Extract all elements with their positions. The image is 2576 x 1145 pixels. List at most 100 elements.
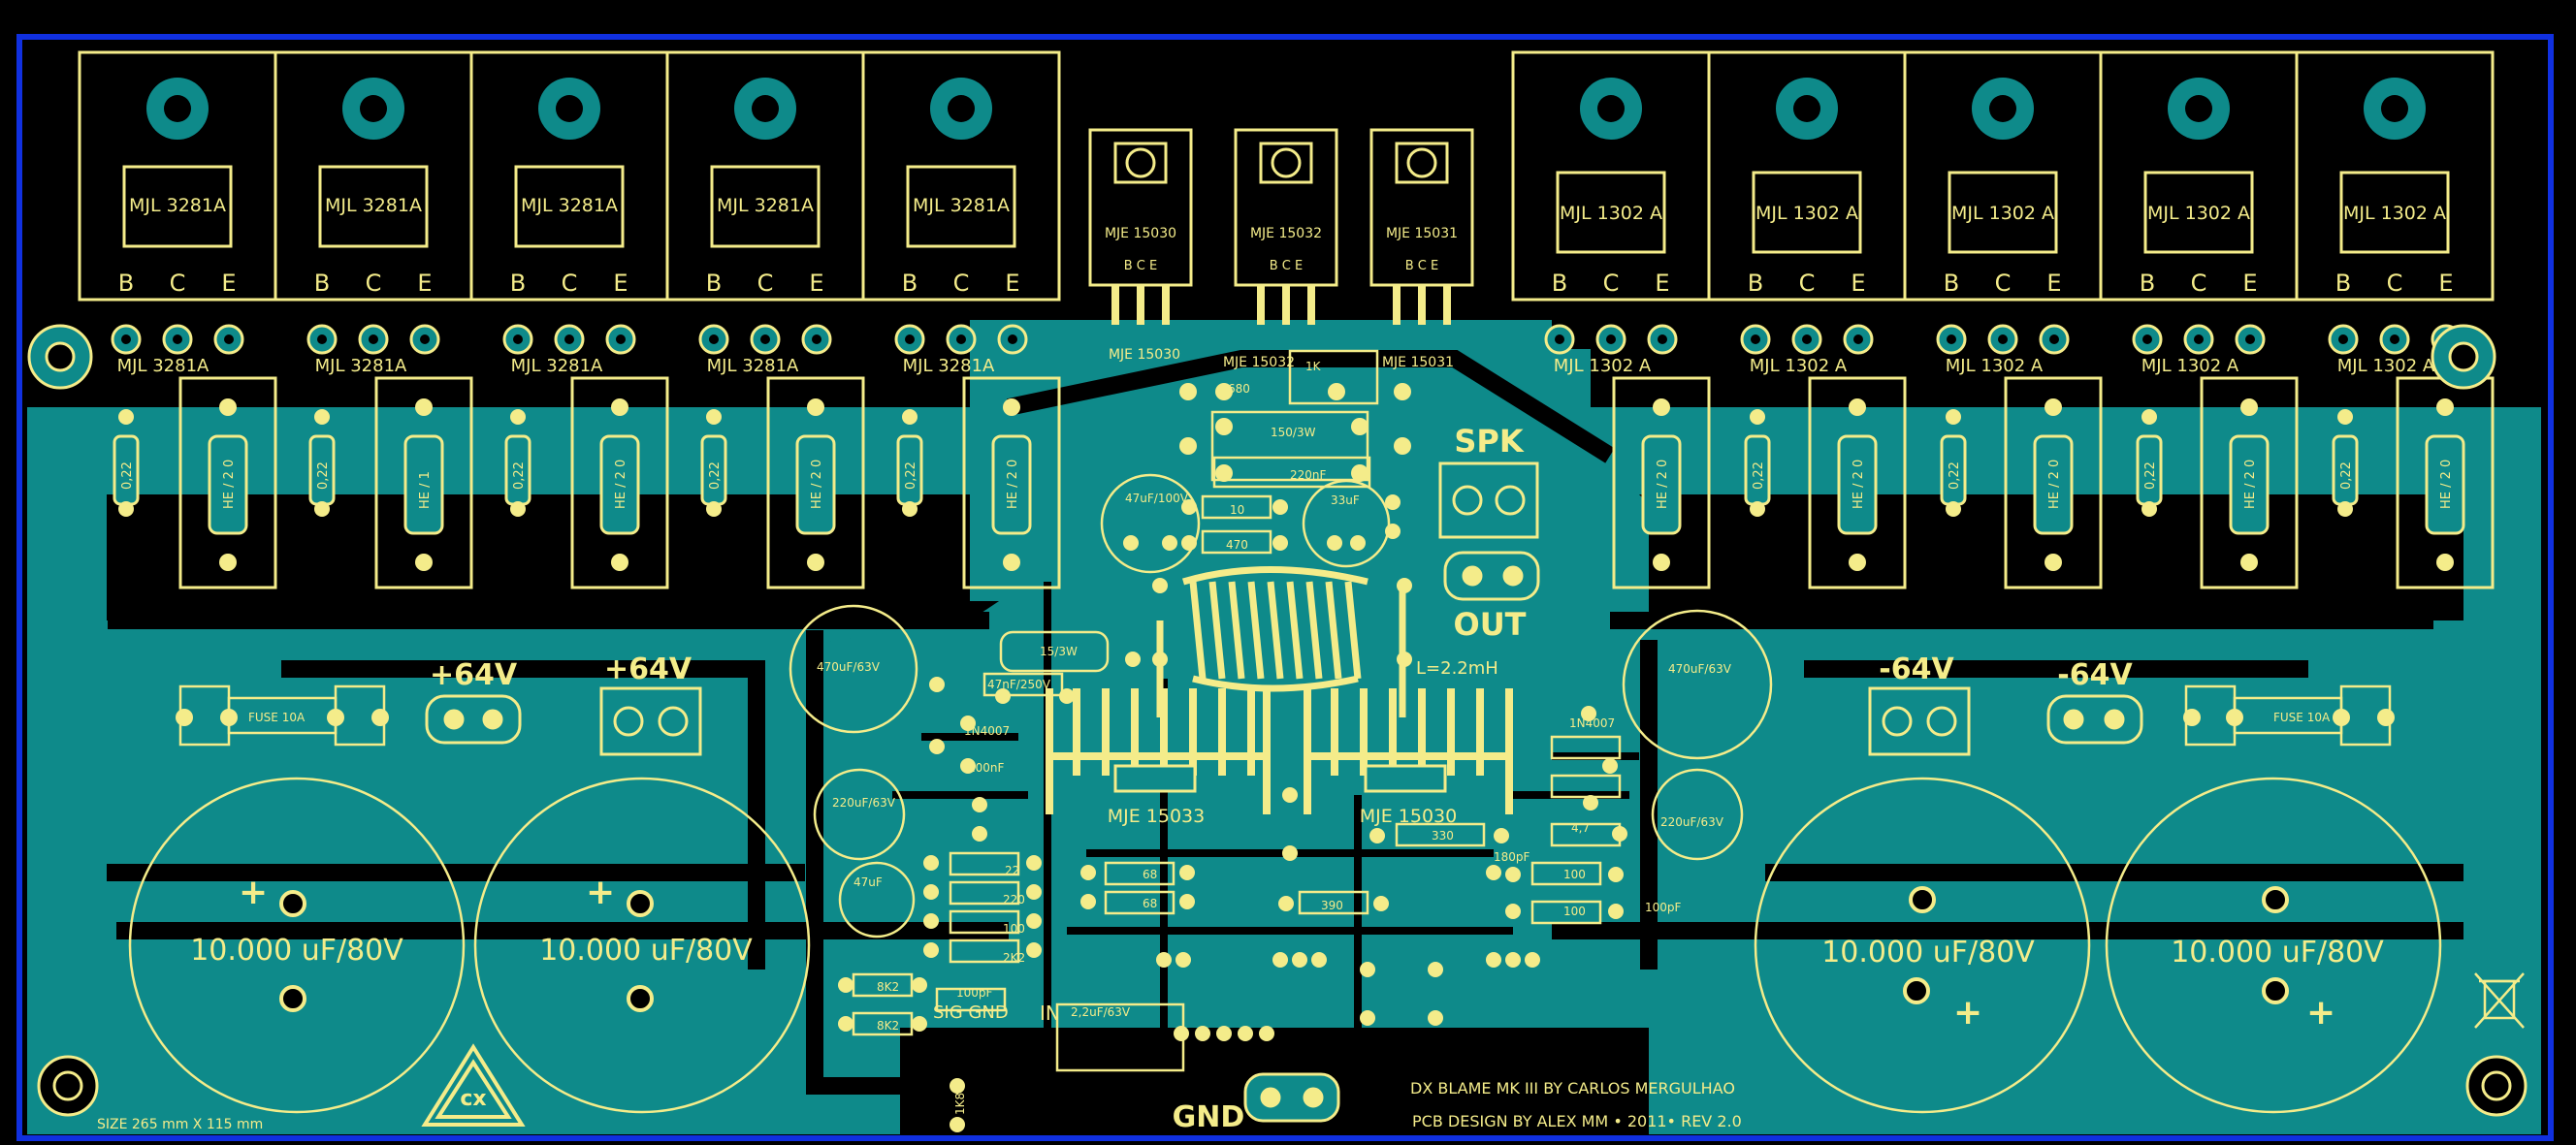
lbl-47uf100v: 47uF/100V xyxy=(1125,492,1189,505)
q6-pin-e: E xyxy=(1655,270,1669,297)
lbl-8k2-a: 8K2 xyxy=(877,980,899,994)
q4-label: MJL 3281A xyxy=(717,195,814,216)
sig-gnd-label: SIG GND xyxy=(933,1002,1009,1023)
center-labels: 47uF/100V 33uF 150/3W 1K 680 10 470 220n… xyxy=(817,360,1732,1115)
transistor-q9: MJL 1302 A B C E xyxy=(2099,50,2299,302)
transistor-q4: MJL 3281A B C E xyxy=(665,50,865,302)
ht-right-label: MJE 15030 xyxy=(1360,806,1457,827)
transistor-silk-names: MJL 3281A MJL 3281A MJL 3281A MJL 3281A … xyxy=(117,356,2435,376)
q5-pin-b: B xyxy=(902,270,918,297)
driver-mje15032: MJE 15032 B C E xyxy=(1234,128,1338,287)
driver1-label: MJE 15030 xyxy=(1105,226,1176,241)
transistor-q10: MJL 1302 A B C E xyxy=(2295,50,2495,302)
q6-pin-c: C xyxy=(1603,270,1620,297)
mounting-hole-right xyxy=(2431,324,2496,390)
r-label-4: HE / 2 0 xyxy=(810,460,824,509)
q10-silk: MJL 1302 A xyxy=(2337,356,2435,376)
lbl-220uf63v-left: 220uF/63V xyxy=(832,796,896,810)
r-small-7: 0,22 xyxy=(1948,461,1962,490)
q2-pin-b: B xyxy=(314,270,330,297)
board-credit: PCB DESIGN BY ALEX MM • 2011• REV 2.0 xyxy=(1412,1112,1742,1130)
q6-label: MJL 1302 A xyxy=(1560,203,1662,224)
lbl-1k8: 1K8 xyxy=(953,1093,967,1115)
q2-silk: MJL 3281A xyxy=(315,356,407,376)
q7-pin-b: B xyxy=(1748,270,1763,297)
driver1-pins: B C E xyxy=(1124,259,1157,273)
q4-pin-b: B xyxy=(706,270,722,297)
center-components xyxy=(789,349,1773,1072)
lbl-180pf: 180pF xyxy=(1494,850,1530,864)
lbl-470: 470 xyxy=(1226,538,1248,552)
q3-pin-b: B xyxy=(510,270,526,297)
spk-label: SPK xyxy=(1454,423,1525,460)
q9-pin-e: E xyxy=(2242,270,2257,297)
r-small-3: 0,22 xyxy=(512,461,527,490)
cap-polarity-marks: + + + + xyxy=(239,873,2335,1033)
driver3-label: MJE 15031 xyxy=(1386,226,1458,241)
q6-silk: MJL 1302 A xyxy=(1554,356,1652,376)
lbl-33uf: 33uF xyxy=(1331,493,1360,507)
r-small-6: 0,22 xyxy=(1752,461,1766,490)
q7-label: MJL 1302 A xyxy=(1755,203,1858,224)
q1-label: MJL 3281A xyxy=(129,195,226,216)
lbl-100nf-a: 100nF xyxy=(968,761,1005,775)
transistor-q5: MJL 3281A B C E xyxy=(861,50,1061,302)
q10-pin-e: E xyxy=(2438,270,2453,297)
q1-pin-e: E xyxy=(221,270,236,297)
q8-pin-b: B xyxy=(1944,270,1959,297)
q7-pin-e: E xyxy=(1851,270,1865,297)
q9-label: MJL 1302 A xyxy=(2147,203,2250,224)
q3-silk: MJL 3281A xyxy=(511,356,603,376)
transistor-q8: MJL 1302 A B C E xyxy=(1903,50,2103,302)
q8-silk: MJL 1302 A xyxy=(1946,356,2044,376)
transistor-q3: MJL 3281A B C E xyxy=(469,50,669,302)
center-pads xyxy=(838,383,1627,1132)
cap-label-1: 10.000 uF/80V xyxy=(190,934,403,968)
mounting-hole-left xyxy=(27,324,93,390)
transistor-q7: MJL 1302 A B C E xyxy=(1707,50,1907,302)
lbl-1n4007-left: 1N4007 xyxy=(964,724,1010,738)
lbl-88: 68 xyxy=(1143,897,1157,910)
power-terminals xyxy=(425,686,2143,756)
lbl-220: 220 xyxy=(1003,893,1025,906)
r-small-9: 0,22 xyxy=(2339,461,2354,490)
driver2-silk: MJE 15032 xyxy=(1223,355,1295,370)
q2-pin-e: E xyxy=(417,270,432,297)
q8-pin-e: E xyxy=(2046,270,2061,297)
gnd-label: GND xyxy=(1173,1100,1245,1134)
q1-pin-c: C xyxy=(170,270,186,297)
board-size: SIZE 265 mm X 115 mm xyxy=(97,1117,263,1132)
mounting-hole-bl xyxy=(37,1055,99,1117)
driver3-pins: B C E xyxy=(1405,259,1438,273)
r-label-8: HE / 2 0 xyxy=(2047,460,2062,509)
q1-silk: MJL 3281A xyxy=(117,356,209,376)
q5-label: MJL 3281A xyxy=(913,195,1010,216)
transistor-q6: MJL 1302 A B C E xyxy=(1511,50,1711,302)
lbl-10: 10 xyxy=(1230,503,1244,517)
q5-pin-c: C xyxy=(953,270,970,297)
q4-silk: MJL 3281A xyxy=(707,356,799,376)
resistor-pads xyxy=(118,398,2454,571)
r-small-5: 0,22 xyxy=(904,461,918,490)
lbl-100pf: 100pF xyxy=(1645,901,1682,914)
q9-pin-c: C xyxy=(2191,270,2207,297)
lbl-680: 680 xyxy=(1228,382,1250,396)
svg-text:+: + xyxy=(1953,993,1982,1033)
in-label: IN xyxy=(1040,1002,1060,1025)
cx-logo-icon: cx xyxy=(421,1043,526,1127)
q9-silk: MJL 1302 A xyxy=(2141,356,2239,376)
svg-text:+: + xyxy=(239,873,268,912)
lbl-220nf: 220nF xyxy=(1290,468,1327,482)
q3-pin-c: C xyxy=(562,270,578,297)
r-label-2: HE / 1 xyxy=(418,471,433,509)
q5-pin-e: E xyxy=(1005,270,1019,297)
driver1-silk: MJE 15030 xyxy=(1109,347,1180,363)
emitter-resistors xyxy=(178,376,2495,589)
inductor-label: L=2.2mH xyxy=(1416,658,1498,679)
neg-v-label-2: -64V xyxy=(2057,658,2133,692)
r-small-2: 0,22 xyxy=(316,461,331,490)
cap-label-4: 10.000 uF/80V xyxy=(2171,936,2384,970)
r-label-5: HE / 2 0 xyxy=(1006,460,1020,509)
q10-label: MJL 1302 A xyxy=(2343,203,2446,224)
driver3-silk: MJE 15031 xyxy=(1382,355,1454,370)
